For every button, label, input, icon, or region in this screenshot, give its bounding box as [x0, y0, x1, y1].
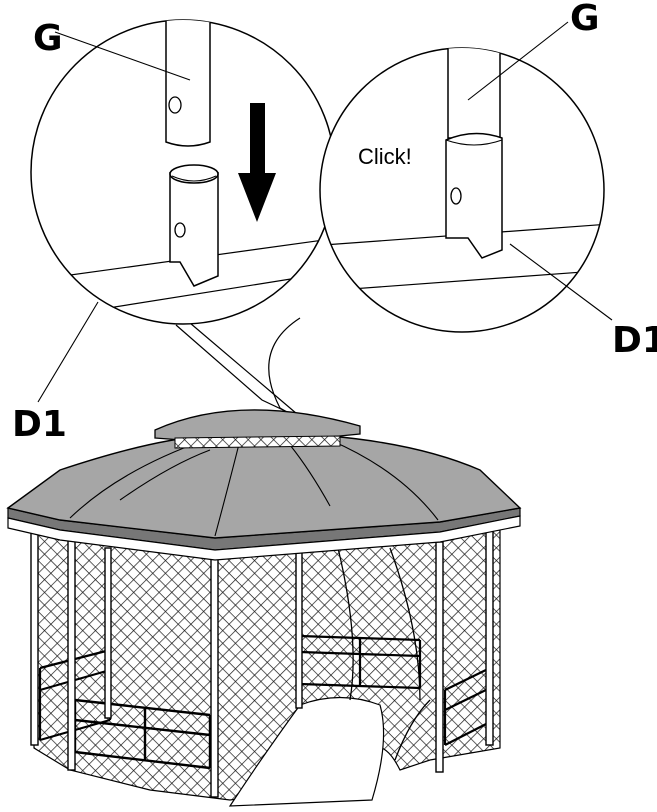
socket-lower — [169, 172, 219, 287]
label-g-right: G — [570, 0, 600, 39]
socket-button-clicked — [450, 187, 462, 205]
click-label: Click! — [358, 144, 412, 169]
down-arrow-icon — [238, 103, 276, 222]
socket-hole — [174, 222, 186, 238]
label-g-left: G — [33, 18, 63, 59]
leader-d1-right — [509, 243, 613, 321]
leader-g-right — [467, 21, 569, 101]
gazebo-poles — [30, 529, 494, 798]
vent-mesh — [174, 435, 341, 449]
socket-connected — [445, 132, 503, 259]
callout-tail-right — [268, 317, 329, 437]
leader-d1-left — [37, 301, 99, 403]
label-d1-right: D1 — [612, 320, 657, 361]
curtain-folds — [337, 547, 431, 761]
detail-circle-left — [30, 19, 336, 426]
doorway-opening — [228, 696, 385, 807]
label-d1-left: D1 — [12, 404, 67, 445]
roof-seams — [69, 439, 439, 537]
railing-right — [443, 667, 492, 746]
leader-g-left — [54, 31, 191, 81]
pole-g-upper — [165, 20, 211, 147]
pole-g-connected — [447, 48, 501, 139]
pole-g-button-hole — [168, 96, 182, 114]
gazebo-illustration — [6, 409, 522, 807]
